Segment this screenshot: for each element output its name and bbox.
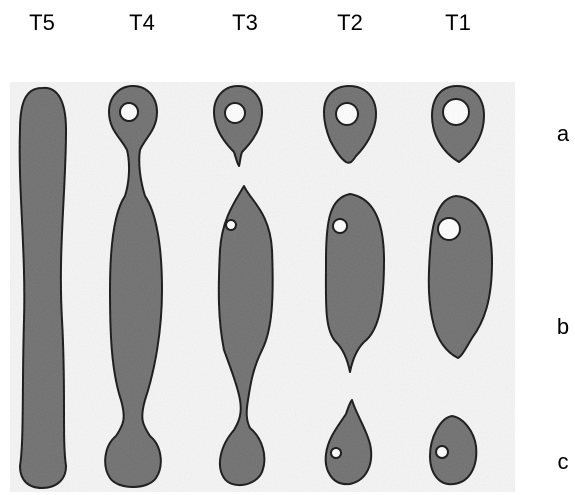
column-label-t3: T3 (215, 10, 275, 36)
column-label-t4: T4 (112, 10, 172, 36)
print-grain (10, 82, 515, 492)
row-label-c: c (548, 449, 575, 475)
row-label-b: b (548, 314, 575, 340)
row-label-a: a (548, 121, 575, 147)
column-label-t5: T5 (12, 10, 72, 36)
column-label-t2: T2 (320, 10, 380, 36)
column-label-t1: T1 (428, 10, 488, 36)
